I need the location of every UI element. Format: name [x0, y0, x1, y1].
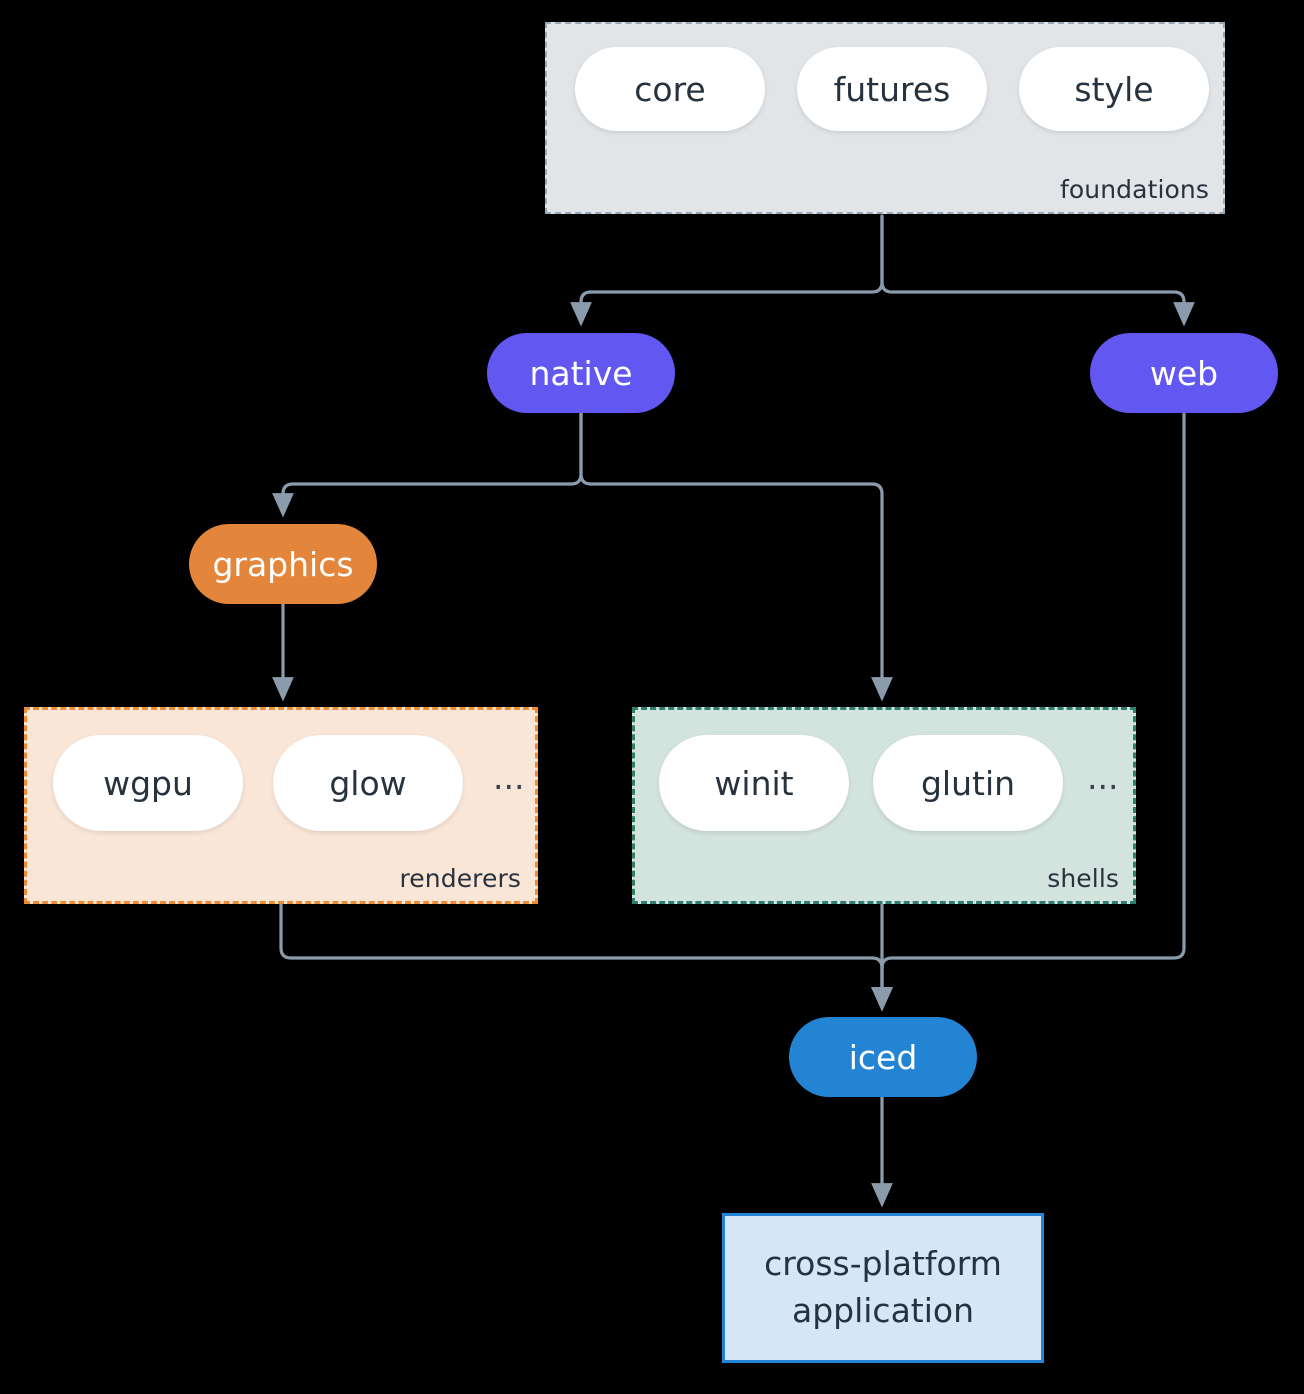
- node-web-label: web: [1149, 353, 1219, 393]
- cluster-shells: winit glutin ... shells: [632, 707, 1136, 904]
- edge-native-shells: [579, 411, 893, 702]
- node-futures[interactable]: futures: [797, 47, 987, 131]
- shells-ellipsis: ...: [1087, 757, 1119, 797]
- node-style[interactable]: style: [1019, 47, 1209, 131]
- node-iced-label: iced: [848, 1037, 918, 1077]
- node-glow[interactable]: glow: [273, 735, 463, 831]
- node-core-label: core: [634, 69, 706, 109]
- cluster-shells-label: shells: [1047, 864, 1119, 893]
- shells-members: winit glutin ...: [659, 735, 1118, 831]
- node-core[interactable]: core: [575, 47, 765, 131]
- node-futures-label: futures: [833, 69, 951, 109]
- node-web[interactable]: web: [1090, 333, 1278, 413]
- cluster-renderers: wgpu glow ... renderers: [24, 707, 538, 904]
- node-iced[interactable]: iced: [789, 1017, 977, 1097]
- edge-foundations-native: [570, 214, 884, 327]
- renderers-members: wgpu glow ...: [53, 735, 524, 831]
- node-cross-platform-application[interactable]: cross-platform application: [722, 1213, 1044, 1363]
- node-native-label: native: [529, 353, 633, 393]
- node-style-label: style: [1074, 69, 1154, 109]
- node-winit[interactable]: winit: [659, 735, 849, 831]
- node-winit-label: winit: [714, 763, 794, 803]
- node-glutin-label: glutin: [920, 763, 1016, 803]
- node-wgpu-label: wgpu: [103, 763, 193, 803]
- cluster-foundations-label: foundations: [1060, 175, 1209, 204]
- node-native[interactable]: native: [487, 333, 675, 413]
- cluster-renderers-label: renderers: [399, 864, 521, 893]
- cluster-foundations: core futures style foundations: [545, 22, 1225, 214]
- node-wgpu[interactable]: wgpu: [53, 735, 243, 831]
- foundations-members: core futures style: [575, 47, 1209, 131]
- node-glutin[interactable]: glutin: [873, 735, 1063, 831]
- node-graphics[interactable]: graphics: [189, 524, 377, 604]
- node-graphics-label: graphics: [212, 544, 354, 584]
- renderers-ellipsis: ...: [493, 757, 525, 797]
- node-glow-label: glow: [329, 763, 407, 803]
- application-label-line1: cross-platform: [764, 1244, 1002, 1284]
- edge-native-graphics: [272, 411, 583, 518]
- edge-renderers-iced: [279, 902, 893, 1012]
- application-label-line2: application: [791, 1291, 975, 1330]
- edge-foundations-web: [880, 214, 1195, 327]
